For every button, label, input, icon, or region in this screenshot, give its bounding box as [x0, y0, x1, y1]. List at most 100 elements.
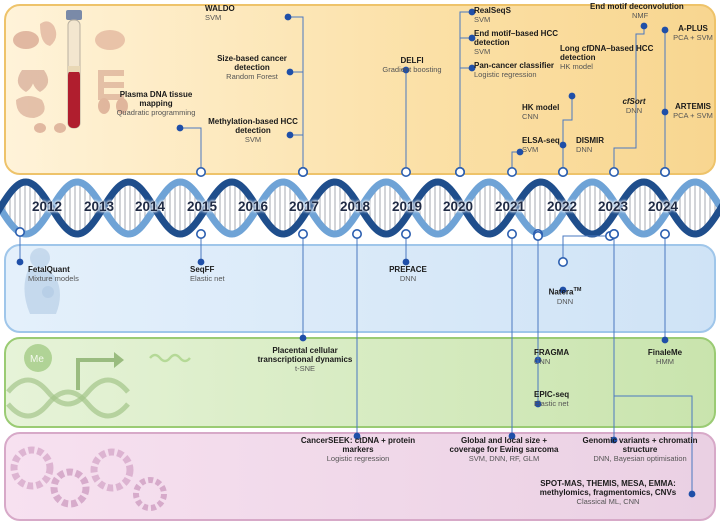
- method-cfsort: cfSort DNN: [622, 97, 646, 115]
- svg-text:Me: Me: [30, 354, 44, 365]
- year-label: 2020: [443, 199, 474, 214]
- method-dot: [661, 26, 669, 34]
- method-dot: [176, 124, 184, 132]
- year-label: 2018: [340, 199, 371, 214]
- method-dot: [568, 92, 576, 100]
- method-long-cfdna: Long cfDNA–based HCC detection HK model: [560, 44, 654, 71]
- method-dot: [516, 148, 524, 156]
- method-cancerseek: CancerSEEK: ctDNA + protein markers Logi…: [300, 436, 416, 463]
- year-label: 2021: [495, 199, 526, 214]
- timeline-node: [659, 229, 670, 240]
- method-size-based: Size-based cancer detection Random Fores…: [217, 54, 287, 81]
- method-elsa-seq: ELSA-seq SVM: [522, 136, 560, 154]
- connector-line: [459, 37, 472, 172]
- method-dot: [402, 66, 410, 74]
- year-label: 2022: [547, 199, 578, 214]
- method-plasma-tissue: Plasma DNA tissue mapping Quadratic prog…: [116, 90, 196, 117]
- organs-icon: [13, 21, 128, 133]
- timeline-node: [196, 229, 207, 240]
- method-dot: [286, 131, 294, 139]
- method-placental: Placental cellular transcriptional dynam…: [257, 346, 353, 373]
- method-preface: PREFACE DNN: [389, 265, 427, 283]
- method-dot: [508, 432, 516, 440]
- method-dot: [16, 258, 24, 266]
- method-global-local: Global and local size + coverage for Ewi…: [449, 436, 559, 463]
- connector-lines: [15, 8, 696, 498]
- year-label: 2012: [32, 199, 63, 214]
- timeline-node: [400, 167, 411, 178]
- method-dot: [559, 286, 567, 294]
- timeline-node: [659, 167, 670, 178]
- timeline-node: [400, 229, 411, 240]
- method-fragma: FRAGMA CNN: [534, 348, 570, 366]
- timeline-node: [506, 167, 517, 178]
- method-end-motif-deconvolution: End motif deconvolution NMF: [590, 2, 684, 20]
- dna-methylation-icon: Me: [6, 344, 191, 419]
- method-seqff: SeqFF Elastic net: [190, 265, 225, 283]
- timeline-node: [557, 167, 568, 178]
- year-label: 2014: [135, 199, 166, 214]
- method-waldo: WALDO SVM: [205, 4, 235, 22]
- timeline-node: [15, 227, 25, 238]
- method-natera: NateraTM DNN: [548, 287, 582, 306]
- method-dot: [286, 68, 294, 76]
- dna-helix: [0, 178, 720, 238]
- timeline-node: [454, 167, 465, 178]
- connector-line: [459, 67, 472, 172]
- timeline-node: [297, 167, 308, 178]
- method-hk-model: HK model CNN: [522, 103, 560, 121]
- connector-line: [562, 235, 610, 262]
- timeline-node: [351, 229, 362, 240]
- pregnancy-icon: [24, 248, 61, 314]
- year-label: 2019: [392, 199, 423, 214]
- method-a-plus: A-PLUS PCA + SVM: [673, 24, 713, 42]
- year-label: 2015: [187, 199, 218, 214]
- method-delfi: DELFI Gradient boosting: [382, 56, 442, 74]
- year-label: 2023: [598, 199, 629, 214]
- year-label: 2017: [289, 199, 320, 214]
- connector-line: [180, 127, 202, 172]
- prenatal-testing-band: [4, 244, 716, 333]
- year-label: 2024: [648, 199, 679, 214]
- method-dot: [610, 436, 618, 444]
- method-methylation-hcc: Methylation-based HCC detection SVM: [208, 117, 298, 144]
- cancer-detection-band: [4, 4, 716, 175]
- timeline-node: [297, 229, 308, 240]
- method-dot: [402, 258, 410, 266]
- method-dot: [284, 13, 292, 21]
- method-spot-mas: SPOT-MAS, THEMIS, MESA, EMMA: methylomic…: [539, 479, 677, 506]
- method-dot: [197, 258, 205, 266]
- method-genomic-variants: Genomic variants + chromatin structure D…: [582, 436, 698, 463]
- method-fetalquant: FetalQuant Mixture models: [28, 265, 79, 283]
- method-artemis: ARTEMIS PCA + SVM: [673, 102, 713, 120]
- timeline-node: [608, 229, 619, 240]
- general-cancer-band: [4, 432, 716, 521]
- method-realseqs: RealSeqS SVM: [474, 6, 511, 24]
- method-dot: [468, 34, 476, 42]
- timeline-node: [608, 167, 619, 178]
- method-dot: [534, 400, 542, 408]
- timeline-node: [506, 229, 517, 240]
- method-dot: [353, 432, 361, 440]
- connector-line: [613, 26, 645, 172]
- method-dot: [661, 336, 669, 344]
- method-dot: [468, 64, 476, 72]
- method-finaleme: FinaleMe HMM: [647, 348, 683, 366]
- helix-strand: [0, 178, 720, 238]
- year-label: 2016: [238, 199, 269, 214]
- method-pan-cancer: Pan-cancer classifier Logistic regressio…: [474, 61, 555, 79]
- connector-line: [290, 134, 304, 172]
- method-dot: [688, 490, 696, 498]
- method-dot: [640, 22, 648, 30]
- method-dot: [468, 8, 476, 16]
- method-dot: [559, 141, 567, 149]
- tissue-of-origin-band: [4, 337, 716, 428]
- method-end-motif-hcc: End motif–based HCC detection SVM: [474, 29, 559, 56]
- year-label: 2013: [84, 199, 115, 214]
- method-dot: [299, 334, 307, 342]
- blood-tube-icon: [66, 10, 82, 129]
- timeline-node: [557, 256, 568, 267]
- method-dot: [661, 108, 669, 116]
